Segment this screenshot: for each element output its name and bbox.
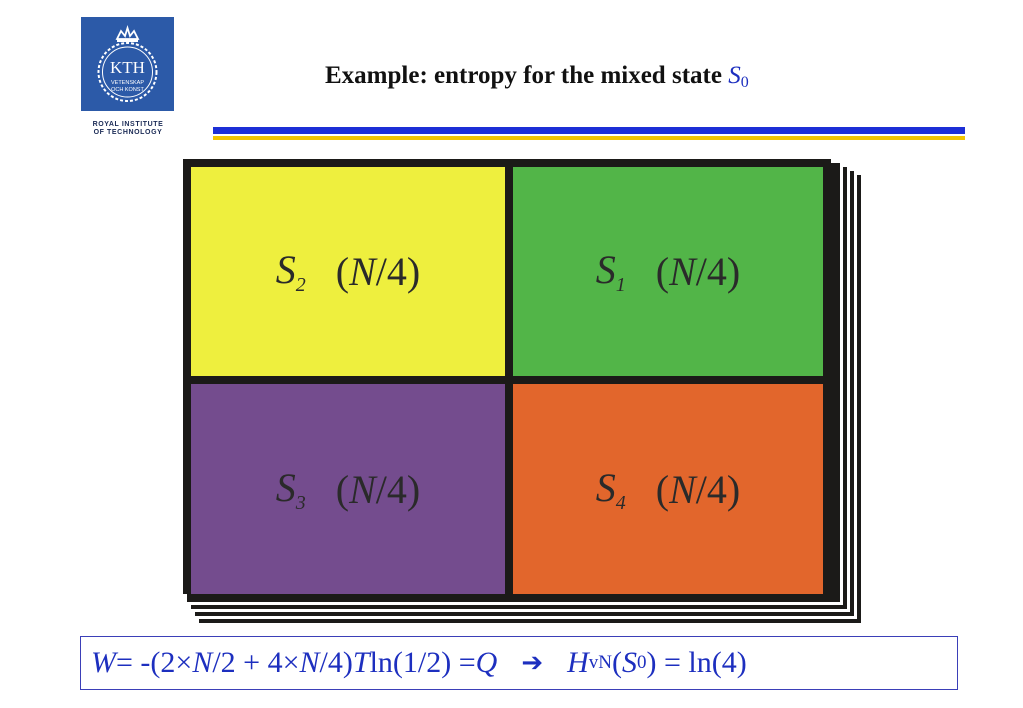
quadrant-count: (N/4): [655, 466, 741, 512]
stack-edge-bottom: [187, 594, 840, 602]
implies-arrow-icon: ➔: [521, 648, 544, 678]
formula-h-subscript: vN: [588, 652, 613, 673]
quadrant-symbol: S4: [595, 464, 626, 514]
kth-logo: KTH VETENSKAP OCH KONST: [81, 17, 174, 111]
formula-s-subscript: 0: [637, 652, 647, 673]
quadrant-board: S2 (N/4) S1 (N/4) S3 (N/4) S4 (N/4): [183, 159, 831, 594]
institution-name: ROYAL INSTITUTE OF TECHNOLOGY: [80, 121, 176, 137]
quadrant-s3: S3 (N/4): [191, 384, 505, 594]
quadrant-s2: S2 (N/4): [191, 167, 505, 376]
formula-w: W: [91, 646, 116, 679]
header-rule-blue: [213, 127, 965, 134]
quadrant-count: (N/4): [335, 466, 421, 512]
title-text: Example: entropy for the mixed state: [325, 62, 729, 89]
formula-q: Q: [475, 646, 498, 679]
quadrant-symbol: S2: [275, 247, 306, 296]
formula-part: /4): [319, 646, 353, 679]
stack-edge-right-3: [850, 171, 854, 616]
formula-part: /2 + 4×: [212, 646, 300, 679]
svg-text:VETENSKAP: VETENSKAP: [111, 80, 144, 86]
state-quadrant-figure: S2 (N/4) S1 (N/4) S3 (N/4) S4 (N/4): [183, 159, 862, 624]
stack-edge-right: [831, 163, 840, 602]
institution-line-2: OF TECHNOLOGY: [93, 129, 163, 136]
formula-part: ln(1/2) =: [369, 646, 476, 679]
formula-s: S: [622, 646, 638, 679]
quadrant-s4: S4 (N/4): [513, 384, 823, 594]
header-rule-yellow: [213, 136, 965, 140]
formula-n: N: [192, 646, 213, 679]
stack-edge-bottom-4: [199, 619, 861, 623]
formula-n: N: [299, 646, 320, 679]
stack-edge-right-2: [843, 167, 847, 609]
kth-emblem-icon: KTH VETENSKAP OCH KONST: [81, 17, 174, 111]
stack-edge-bottom-3: [195, 612, 854, 616]
formula-t: T: [352, 646, 370, 679]
svg-text:OCH KONST: OCH KONST: [111, 87, 144, 93]
quadrant-count: (N/4): [655, 249, 741, 294]
title-symbol: S: [728, 62, 741, 89]
title-subscript: 0: [740, 74, 749, 91]
svg-text:KTH: KTH: [110, 58, 145, 77]
slide-title: Example: entropy for the mixed state S0: [325, 62, 749, 92]
formula-part: = -(2×: [116, 646, 193, 679]
formula-part: ) = ln(4): [646, 646, 747, 679]
stack-edge-bottom-2: [191, 605, 847, 609]
formula-h: H: [567, 646, 589, 679]
institution-line-1: ROYAL INSTITUTE: [92, 121, 164, 128]
quadrant-count: (N/4): [335, 249, 421, 294]
quadrant-symbol: S1: [595, 247, 626, 296]
quadrant-symbol: S3: [275, 464, 306, 514]
stack-edge-right-4: [857, 175, 861, 623]
quadrant-s1: S1 (N/4): [513, 167, 823, 376]
formula-part: (: [612, 646, 623, 679]
